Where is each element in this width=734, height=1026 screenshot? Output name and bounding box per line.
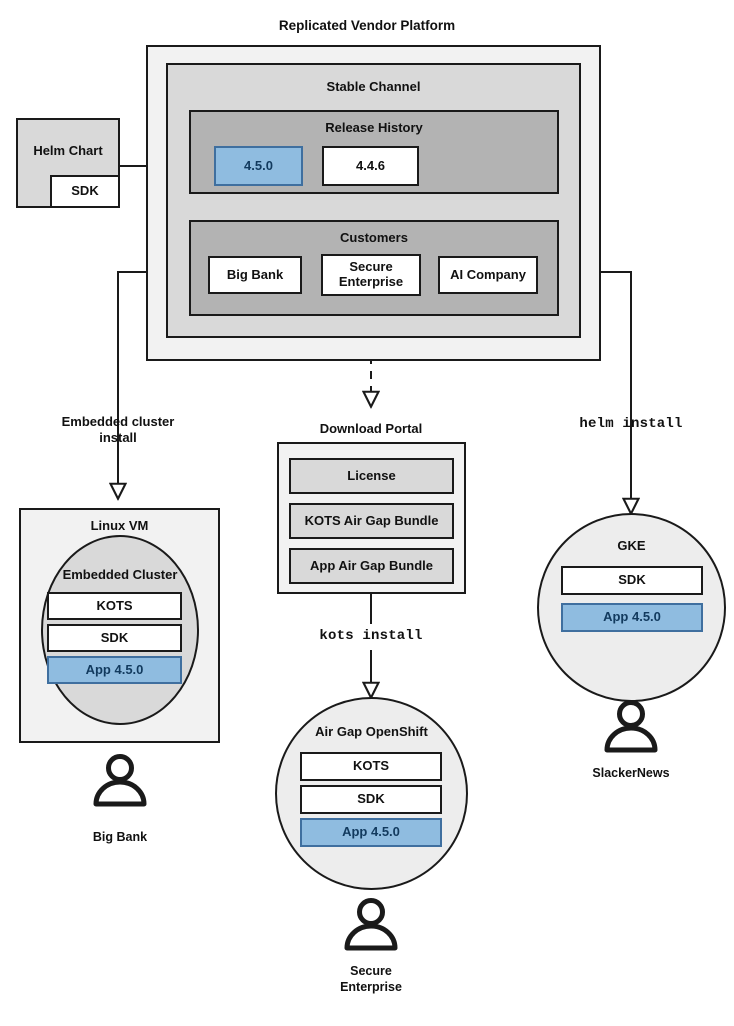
linux-vm-component-kots[interactable]: KOTS <box>47 592 182 620</box>
linux-vm-component-app[interactable]: App 4.5.0 <box>47 656 182 684</box>
customer-secure-enterprise[interactable]: Secure Enterprise <box>321 254 421 296</box>
linux-vm-title: Linux VM <box>90 518 149 533</box>
openshift-component-app[interactable]: App 4.5.0 <box>300 818 442 847</box>
download-portal-title: Download Portal <box>319 421 423 436</box>
release-version-4-5-0[interactable]: 4.5.0 <box>214 146 303 186</box>
flow-label-kots-install: kots install <box>319 628 423 644</box>
stable-channel-title: Stable Channel <box>326 79 421 94</box>
gke-title: GKE <box>617 538 646 553</box>
helm-chart-label: Helm Chart <box>33 142 103 158</box>
customers-title: Customers <box>340 230 408 245</box>
release-history-title: Release History <box>325 120 423 135</box>
helm-chart-sdk-box[interactable]: SDK <box>50 175 120 208</box>
release-version-4-4-6[interactable]: 4.4.6 <box>322 146 419 186</box>
gke-component-sdk[interactable]: SDK <box>561 566 703 595</box>
customer-ai-company[interactable]: AI Company <box>438 256 538 294</box>
air-gap-openshift-title: Air Gap OpenShift <box>315 724 428 739</box>
persona-label-slackernews: SlackerNews <box>592 766 670 780</box>
openshift-component-sdk[interactable]: SDK <box>300 785 442 814</box>
download-portal-artifact-kots-air-gap-bundle[interactable]: KOTS Air Gap Bundle <box>289 503 454 539</box>
page-title: Replicated Vendor Platform <box>278 18 456 33</box>
flow-label-helm-install: helm install <box>579 416 683 432</box>
persona-label-big-bank: Big Bank <box>92 830 148 844</box>
person-icon-secure-enterprise <box>344 898 398 951</box>
person-icon-slackernews <box>604 700 658 753</box>
download-portal-artifact-license[interactable]: License <box>289 458 454 494</box>
flow-label-embedded-cluster-install: Embedded cluster install <box>61 414 175 446</box>
gke-component-app[interactable]: App 4.5.0 <box>561 603 703 632</box>
embedded-cluster-label: Embedded Cluster <box>62 567 178 582</box>
linux-vm-component-sdk[interactable]: SDK <box>47 624 182 652</box>
persona-label-secure-enterprise: Secure Enterprise <box>340 964 402 994</box>
person-icon-big-bank <box>93 754 147 807</box>
download-portal-artifact-app-air-gap-bundle[interactable]: App Air Gap Bundle <box>289 548 454 584</box>
customer-big-bank[interactable]: Big Bank <box>208 256 302 294</box>
openshift-component-kots[interactable]: KOTS <box>300 752 442 781</box>
